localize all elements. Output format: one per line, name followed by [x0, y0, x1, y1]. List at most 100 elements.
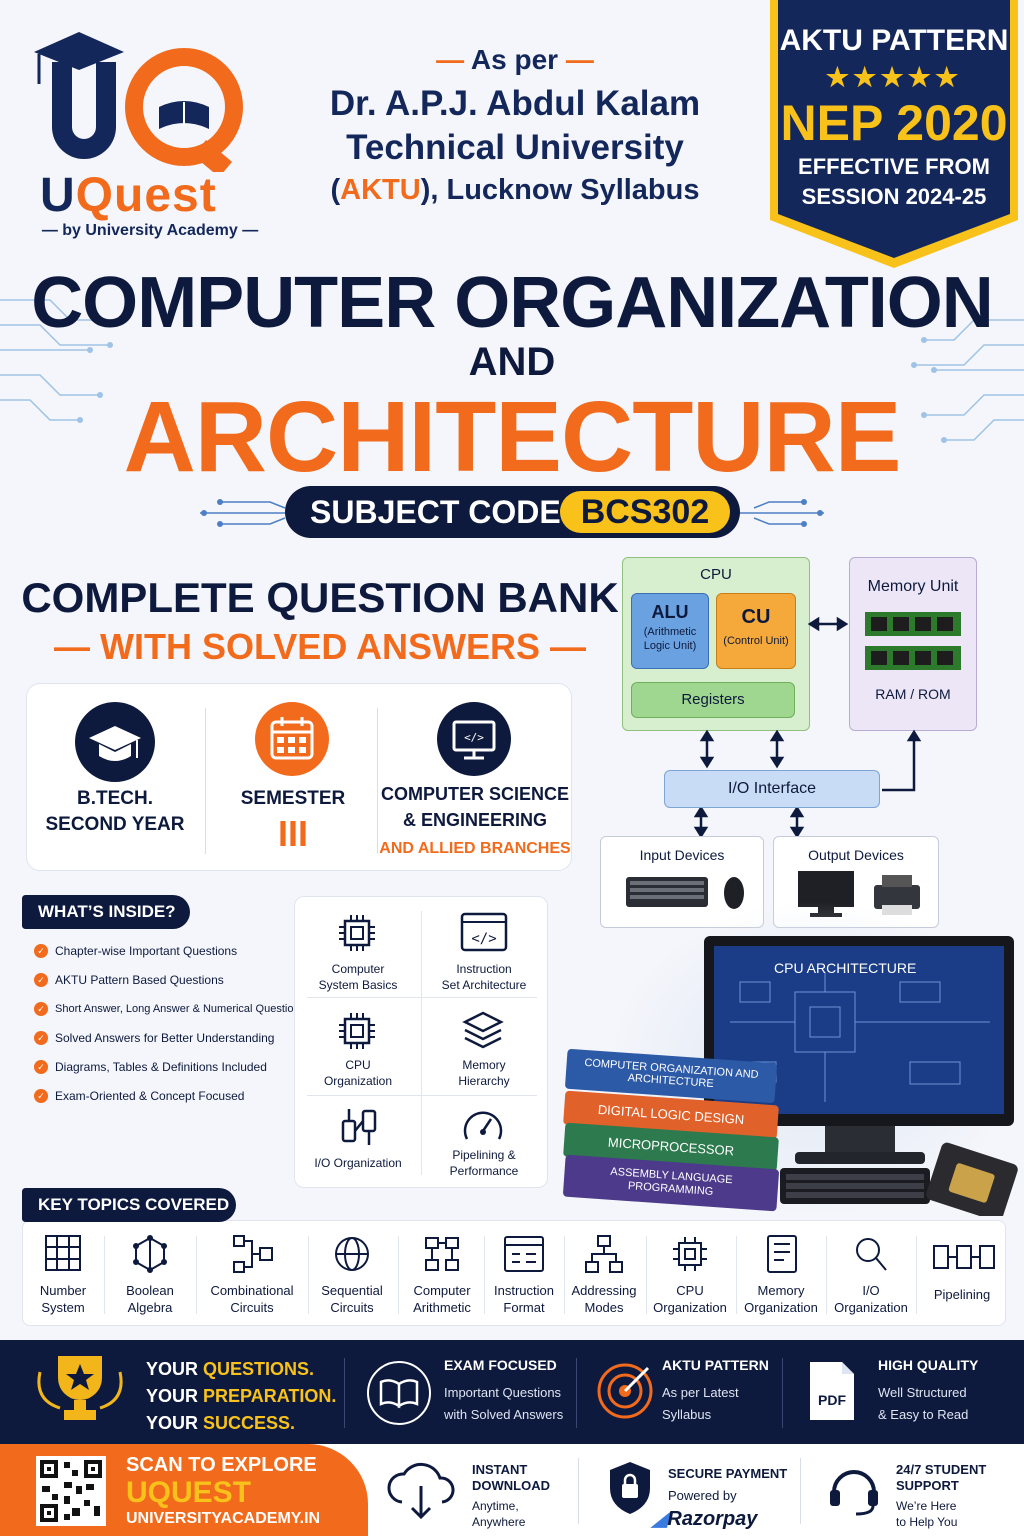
- year-label-1: B.TECH.: [77, 788, 153, 809]
- key-topic-l2: Format: [503, 1300, 545, 1315]
- sequential-globe-icon: [335, 1237, 369, 1271]
- key-topic-l2: Organization: [834, 1300, 908, 1315]
- slogan-highlight: SUCCESS.: [203, 1413, 296, 1433]
- key-topic-l1: Combinational: [210, 1283, 294, 1298]
- whats-inside-heading: WHAT’S INSIDE?: [22, 895, 190, 929]
- main-title-line-1: COMPUTER ORGANIZATION: [31, 263, 994, 343]
- badge-stars: ★★★★★: [825, 62, 963, 92]
- check-icon: ✓: [34, 1002, 48, 1016]
- whats-inside-item: ✓Solved Answers for Better Understanding: [34, 1031, 274, 1045]
- addressing-tree-icon: [585, 1235, 623, 1273]
- download-line-1: Anytime,: [472, 1499, 519, 1513]
- chip-icon: [339, 1013, 375, 1049]
- whats-inside-item: ✓Exam-Oriented & Concept Focused: [34, 1089, 244, 1103]
- topic-grid-l2: Performance: [449, 1164, 519, 1178]
- qr-code-icon[interactable]: [36, 1456, 106, 1526]
- key-topic-divider: [826, 1236, 827, 1314]
- check-icon: ✓: [34, 1031, 48, 1045]
- bar1-divider: [782, 1358, 783, 1428]
- trophy-icon: [37, 1356, 123, 1420]
- cu-label: CU: [741, 606, 771, 628]
- pdf-file-icon: [810, 1362, 854, 1420]
- graduation-cap-icon: [75, 702, 155, 782]
- main-title-line-3: ARCHITECTURE: [123, 381, 902, 493]
- subject-code-traces: [200, 499, 824, 527]
- brand-tagline: — by University Academy —: [41, 222, 259, 239]
- support-line-1: We’re Here: [896, 1499, 957, 1513]
- alu-sub-1: (Arithmetic: [643, 626, 697, 638]
- whats-inside-item: ✓ Short Answer, Long Answer & Numerical Q…: [34, 1002, 305, 1016]
- cloud-download-icon: [387, 1462, 455, 1520]
- subject-code-label: SUBJECT CODE:: [310, 494, 572, 530]
- brand-name-highlight: Quest: [75, 169, 217, 222]
- branch-label-2: & ENGINEERING: [402, 810, 548, 830]
- slogan-highlight: QUESTIONS.: [203, 1359, 315, 1379]
- aktu-pattern-badge: AKTU PATTERN ★★★★★ NEP 2020 EFFECTIVE FR…: [770, 0, 1018, 270]
- whats-inside-text: Exam-Oriented & Concept Focused: [55, 1089, 245, 1103]
- badge-effective-1: EFFECTIVE FROM: [798, 154, 990, 179]
- whats-inside-text: Short Answer, Long Answer & Numerical Qu…: [55, 1003, 306, 1015]
- key-topic-divider: [646, 1236, 647, 1314]
- feature-exam-line-1: Important Questions: [444, 1385, 562, 1400]
- feature-exam-line-2: with Solved Answers: [444, 1407, 564, 1422]
- slogan-line: YOUR SUCCESS.: [146, 1410, 336, 1437]
- target-icon: [597, 1363, 653, 1419]
- bar2-divider: [578, 1458, 579, 1524]
- pdf-label: PDF: [818, 1392, 846, 1408]
- whats-inside-text: Diagrams, Tables & Definitions Included: [55, 1060, 267, 1074]
- scan-brand: UQUEST: [126, 1476, 252, 1509]
- layers-icon: [462, 1011, 504, 1049]
- subject-code-value: BCS302: [560, 491, 730, 533]
- key-topic-l1: Computer: [413, 1283, 471, 1298]
- question-bank-subheading: — WITH SOLVED ANSWERS —: [53, 626, 586, 667]
- key-topic-l2: Modes: [584, 1300, 624, 1315]
- key-topic-l2: Algebra: [127, 1300, 173, 1315]
- svg-text:</>: </>: [471, 931, 496, 947]
- scan-website[interactable]: UNIVERSITYACADEMY.IN: [126, 1510, 321, 1527]
- key-topic-l1: I/O: [862, 1283, 880, 1298]
- badge-nep: NEP 2020: [780, 95, 1008, 151]
- key-topic-l1: Memory: [757, 1283, 805, 1298]
- branch-label-1: COMPUTER SCIENCE: [380, 784, 569, 804]
- feature-quality-line-1: Well Structured: [878, 1385, 967, 1400]
- brand-name: UQuest: [40, 168, 217, 223]
- as-per-text: As per: [470, 44, 559, 75]
- topic-grid-l1: CPU: [345, 1058, 371, 1072]
- download-line-2: Anywhere: [472, 1515, 526, 1529]
- topic-grid-l1: Instruction: [456, 962, 512, 976]
- university-line-3: (AKTU), Lucknow Syllabus: [300, 174, 730, 207]
- memory-doc-icon: [767, 1235, 797, 1273]
- slogan-highlight: PREPARATION.: [203, 1386, 337, 1406]
- download-title-2: DOWNLOAD: [472, 1478, 550, 1493]
- check-icon: ✓: [34, 973, 48, 987]
- key-topic-item: I/O Organization: [828, 1282, 914, 1316]
- bar2-divider: [800, 1458, 801, 1524]
- bar1-divider: [344, 1358, 345, 1428]
- feature-exam-title: EXAM FOCUSED: [444, 1357, 557, 1373]
- topic-grid-l1: Memory: [462, 1058, 506, 1072]
- check-icon: ✓: [34, 1060, 48, 1074]
- key-topic-l1: Sequential: [321, 1283, 383, 1298]
- key-topic-l2: Arithmetic: [413, 1300, 471, 1315]
- key-topic-l1: CPU: [676, 1283, 704, 1298]
- topic-grid-l2: Set Architecture: [441, 978, 527, 992]
- info-divider-1: [205, 708, 206, 854]
- badge-pattern: AKTU PATTERN: [779, 24, 1009, 57]
- chip-icon: [339, 915, 375, 951]
- scan-label: SCAN TO EXPLORE: [126, 1454, 317, 1476]
- topic-grid-l2: Hierarchy: [458, 1074, 510, 1088]
- alu-block: ALU (Arithmetic Logic Unit): [631, 593, 709, 669]
- semester-value: III: [277, 813, 308, 854]
- circuit-decoration-right: [911, 319, 1024, 443]
- gauge-icon: [463, 1111, 503, 1140]
- whats-inside-item: ✓AKTU Pattern Based Questions: [34, 973, 224, 987]
- key-topic-divider: [104, 1236, 105, 1314]
- output-devices-label: Output Devices: [808, 847, 904, 863]
- topic-grid-divider: [421, 911, 422, 1175]
- slogan-line: YOUR QUESTIONS.: [146, 1356, 336, 1383]
